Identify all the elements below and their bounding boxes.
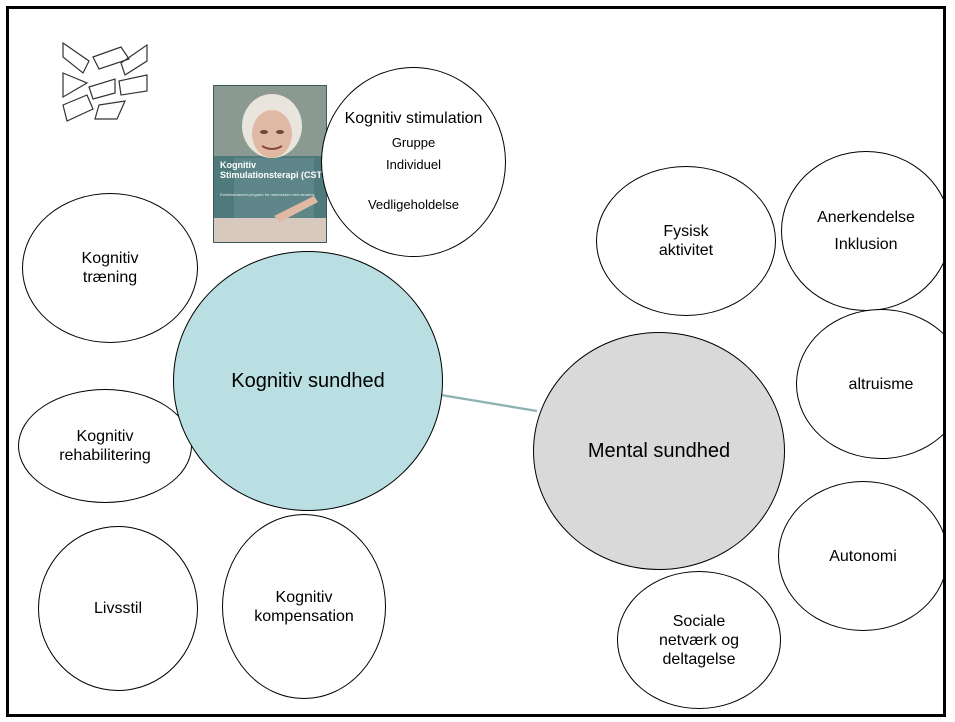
center-label: Kognitiv sundhed bbox=[231, 369, 385, 392]
book-cover-title: Kognitiv Stimulationsterapi (CST) bbox=[220, 160, 326, 180]
slide-frame: Kognitiv Stimulationsterapi (CST) Eviden… bbox=[6, 6, 946, 717]
node-kognitiv-traening: Kognitiv træning bbox=[22, 193, 198, 343]
node-autonomi: Autonomi bbox=[778, 481, 943, 631]
node-sociale-netvaerk: Sociale netværk og deltagelse bbox=[617, 571, 781, 709]
node-item-individuel: Individuel bbox=[386, 156, 441, 172]
node-anerkendelse: Anerkendelse Inklusion bbox=[781, 151, 943, 311]
node-label: Kognitiv rehabilitering bbox=[59, 428, 151, 464]
center-kognitiv-sundhed: Kognitiv sundhed bbox=[173, 251, 443, 511]
book-cover-image: Kognitiv Stimulationsterapi (CST) Eviden… bbox=[213, 85, 327, 243]
node-label: Livsstil bbox=[93, 600, 142, 617]
book-cover-subtitle: Evidensbaseret program for mennesker med… bbox=[220, 192, 315, 197]
node-label: Fysisk aktivitet bbox=[658, 223, 714, 259]
connector-line bbox=[440, 393, 538, 413]
node-title: Kognitiv stimulation bbox=[344, 109, 483, 127]
node-label-anerkendelse: Anerkendelse bbox=[817, 209, 915, 226]
node-fysisk-aktivitet: Fysisk aktivitet bbox=[596, 166, 776, 316]
node-kognitiv-rehabilitering: Kognitiv rehabilitering bbox=[18, 389, 192, 503]
node-item-vedligeholdelse: Vedligeholdelse bbox=[367, 196, 460, 212]
node-kognitiv-stimulation: Kognitiv stimulation Gruppe Individuel V… bbox=[321, 67, 506, 257]
node-livsstil: Livsstil bbox=[38, 526, 198, 691]
node-item-gruppe: Gruppe bbox=[391, 134, 436, 150]
node-altruisme: altruisme bbox=[796, 309, 943, 459]
center-mental-sundhed: Mental sundhed bbox=[533, 332, 785, 570]
node-label: Kognitiv kompensation bbox=[254, 588, 354, 625]
node-label: Kognitiv træning bbox=[81, 250, 139, 286]
node-kognitiv-kompensation: Kognitiv kompensation bbox=[222, 514, 386, 699]
center-label: Mental sundhed bbox=[587, 439, 731, 462]
node-label: Autonomi bbox=[829, 547, 897, 565]
connector-layer bbox=[440, 393, 538, 413]
node-label: altruisme bbox=[848, 375, 914, 393]
region-logo-icon bbox=[59, 39, 151, 123]
node-label-inklusion: Inklusion bbox=[834, 236, 898, 253]
node-label: Sociale netværk og deltagelse bbox=[658, 612, 740, 668]
